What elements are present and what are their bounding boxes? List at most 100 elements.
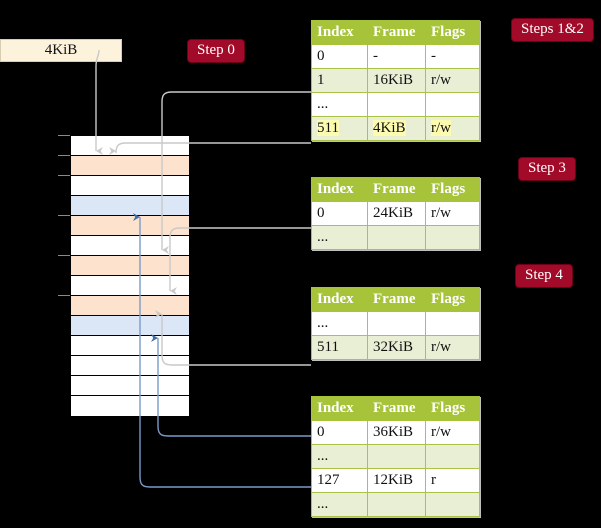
memory-tick	[58, 255, 70, 256]
table-cell-index: ...	[311, 311, 368, 336]
step-badge-step-4: Step 4	[516, 265, 572, 287]
table-cell-index: ...	[311, 492, 368, 517]
cell-text: 36KiB	[373, 424, 414, 440]
cell-text: ...	[317, 496, 329, 512]
cell-text: 0	[317, 205, 325, 221]
cell-text: 12KiB	[373, 472, 414, 488]
physical-memory-column	[70, 135, 190, 416]
cell-text: r/w	[431, 205, 451, 221]
table-row: ...	[311, 225, 480, 250]
cell-text: -	[373, 48, 378, 64]
table-cell-frame: 4KiB	[367, 116, 426, 141]
table-cell-flags	[425, 225, 480, 250]
memory-tick	[58, 295, 70, 296]
memory-frame-row	[71, 276, 189, 296]
table-cell-frame: -	[367, 44, 426, 69]
step-badge-label: Steps 1&2	[521, 21, 584, 37]
column-header-flags: Flags	[425, 20, 480, 45]
cell-text: r/w	[431, 72, 451, 88]
memory-tick	[58, 135, 70, 136]
memory-frame-row	[71, 396, 189, 416]
table-cell-index: 0	[311, 201, 368, 226]
virtual-page-label: 4KiB	[44, 42, 78, 58]
cell-text: r	[431, 472, 436, 488]
cell-text: 0	[317, 424, 325, 440]
table-cell-index: 127	[311, 468, 368, 493]
table-cell-frame	[367, 444, 426, 469]
step-badge-label: Step 0	[197, 42, 235, 58]
table-cell-flags	[425, 444, 480, 469]
table-row: 511 4KiB r/w	[311, 116, 480, 141]
table-cell-flags: r/w	[425, 116, 480, 141]
column-header-index: Index	[311, 177, 368, 202]
memory-frame-row	[71, 196, 189, 216]
cell-text: 4KiB	[373, 120, 406, 136]
memory-frame-row	[71, 296, 189, 316]
table-cell-flags: r/w	[425, 420, 480, 445]
cell-text: 1	[317, 72, 325, 88]
table-cell-frame: 32KiB	[367, 335, 426, 360]
table-cell-flags: r/w	[425, 68, 480, 93]
table-row: ...	[311, 92, 480, 117]
table-cell-index: ...	[311, 225, 368, 250]
table-cell-frame	[367, 225, 426, 250]
cell-text: 32KiB	[373, 339, 414, 355]
table-row: ...	[311, 492, 480, 517]
table-cell-frame: 36KiB	[367, 420, 426, 445]
memory-frame-row	[71, 316, 189, 336]
memory-tick	[58, 155, 70, 156]
table-cell-index: ...	[311, 444, 368, 469]
memory-tick	[58, 215, 70, 216]
step-badge-step-0: Step 0	[188, 40, 244, 62]
cell-text: 127	[317, 472, 340, 488]
table-cell-index: 511	[311, 116, 368, 141]
memory-frame-row	[71, 376, 189, 396]
memory-frame-row	[71, 156, 189, 176]
table-cell-frame: 16KiB	[367, 68, 426, 93]
cell-text: 0	[317, 48, 325, 64]
step-badge-step-3: Step 3	[519, 158, 575, 180]
step-badge-label: Step 3	[528, 160, 566, 176]
table-cell-frame	[367, 311, 426, 336]
column-header-flags: Flags	[425, 287, 480, 312]
table-cell-frame	[367, 492, 426, 517]
table-cell-index: 1	[311, 68, 368, 93]
table-row: ...	[311, 311, 480, 336]
table-cell-flags: r/w	[425, 201, 480, 226]
column-header-index: Index	[311, 287, 368, 312]
memory-frame-row	[71, 336, 189, 356]
cell-text: ...	[317, 315, 329, 331]
column-header-frame: Frame	[367, 177, 426, 202]
column-header-flags: Flags	[425, 396, 480, 421]
memory-frame-row	[71, 216, 189, 236]
column-header-frame: Frame	[367, 396, 426, 421]
table-cell-flags: -	[425, 44, 480, 69]
table-cell-index: 0	[311, 44, 368, 69]
table-cell-index: 0	[311, 420, 368, 445]
cell-text: -	[431, 48, 436, 64]
cell-text: ...	[317, 96, 329, 112]
column-header-frame: Frame	[367, 20, 426, 45]
table-cell-flags: r	[425, 468, 480, 493]
cell-text: r/w	[431, 339, 451, 355]
table-cell-index: 511	[311, 335, 368, 360]
table-cell-flags	[425, 492, 480, 517]
memory-frame-row	[71, 176, 189, 196]
table-cell-flags: r/w	[425, 335, 480, 360]
cell-text: 16KiB	[373, 72, 414, 88]
memory-frame-row	[71, 356, 189, 376]
cell-text: 511	[317, 339, 339, 355]
cell-text: 511	[317, 120, 339, 136]
cell-text: 24KiB	[373, 205, 414, 221]
table-cell-index: ...	[311, 92, 368, 117]
table-cell-flags	[425, 311, 480, 336]
table-cell-frame: 24KiB	[367, 201, 426, 226]
